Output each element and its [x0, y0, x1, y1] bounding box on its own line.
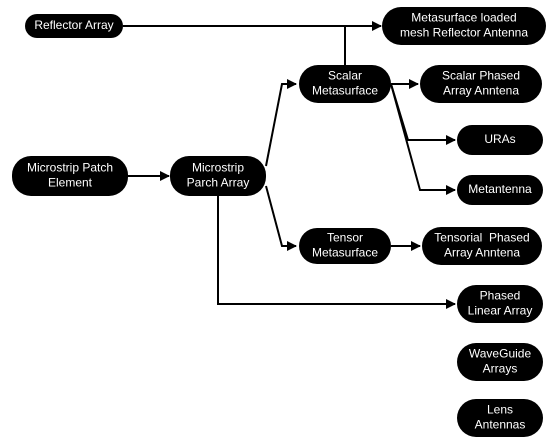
node-label-line: URAs — [484, 132, 515, 146]
node-box — [170, 156, 266, 196]
node-label-line: mesh Reflector Antenna — [400, 26, 528, 40]
node-label-line: Parch Array — [187, 176, 250, 190]
node-label-line: Metantenna — [468, 182, 532, 196]
node-box — [299, 65, 391, 103]
node-box — [422, 227, 542, 265]
node-label-line: Phased — [480, 289, 521, 303]
node-box — [382, 7, 546, 45]
node-box — [457, 285, 543, 323]
edge-parch-array-to-scalar — [265, 79, 297, 167]
node-box — [457, 175, 543, 205]
node-label-line: Tensorial Phased — [434, 231, 529, 245]
node-label-line: Array Anntena — [443, 84, 519, 98]
node-uras: URAs — [457, 125, 543, 155]
node-metantenna: Metantenna — [457, 175, 543, 205]
node-label-line: Array Anntena — [444, 246, 520, 260]
node-label-line: Linear Array — [468, 304, 533, 318]
node-label-line: Tensor — [327, 231, 363, 245]
node-box — [457, 343, 543, 381]
edge-parch-array-to-phased-linear — [217, 193, 456, 309]
node-box — [299, 228, 391, 264]
node-label-line: Element — [48, 176, 93, 190]
node-label-line: Microstrip Patch — [27, 161, 113, 175]
edge-scalar-to-metantenna — [390, 83, 456, 195]
node-label-line: Antennas — [475, 418, 526, 432]
node-box — [25, 14, 123, 38]
node-label-line: Reflector Array — [34, 18, 113, 32]
node-label-line: Arrays — [483, 362, 518, 376]
node-box — [12, 156, 128, 196]
node-label-line: Scalar — [328, 69, 362, 83]
node-box — [420, 65, 542, 103]
node-label-line: Lens — [487, 403, 513, 417]
node-label-line: Metasurface — [312, 84, 378, 98]
node-label-line: WaveGuide — [469, 347, 532, 361]
edge-parch-array-to-tensor — [265, 185, 297, 251]
node-box — [457, 399, 543, 437]
node-label-line: Metasurface — [312, 246, 378, 260]
node-label-line: Scalar Phased — [442, 69, 520, 83]
node-box — [457, 125, 543, 155]
node-reflector-array: Reflector Array — [25, 14, 123, 38]
node-label-line: Metasurface loaded — [411, 11, 516, 25]
node-label-line: Microstrip — [192, 161, 244, 175]
edges — [123, 21, 456, 309]
